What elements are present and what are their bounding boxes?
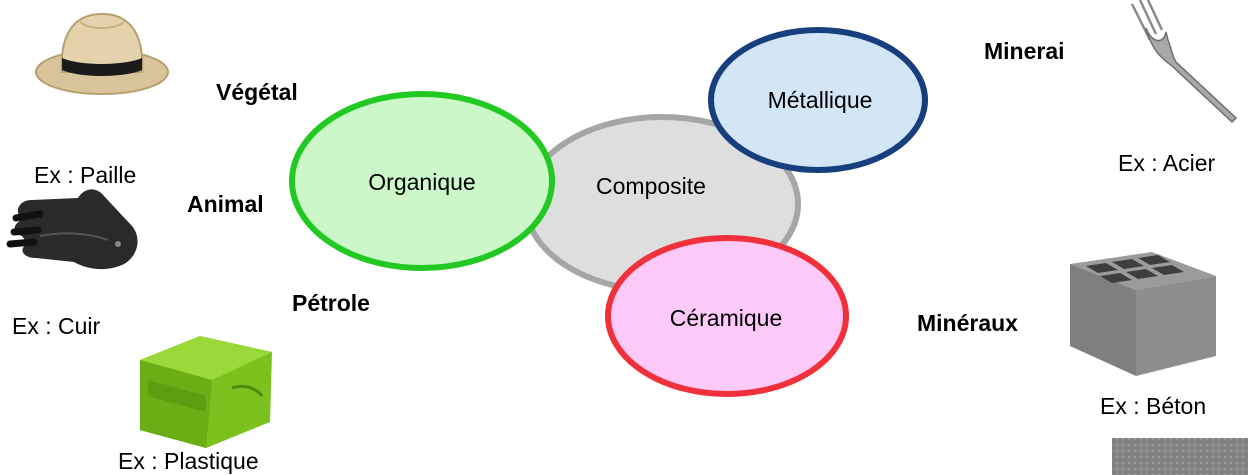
source-vegetal: Végétal	[216, 79, 298, 105]
ceramique-ellipse	[605, 235, 849, 397]
example-plastique: Ex : Plastique	[118, 448, 259, 474]
source-petrole: Pétrole	[292, 290, 370, 316]
metallique-ellipse	[708, 27, 928, 173]
ceramique-label: Céramique	[670, 305, 783, 331]
source-animal: Animal	[187, 191, 264, 217]
example-acier: Ex : Acier	[1118, 150, 1216, 176]
leather-glove-icon	[6, 189, 138, 270]
example-paille: Ex : Paille	[34, 162, 137, 188]
fork-icon	[1130, 0, 1238, 124]
straw-hat-icon	[35, 12, 169, 95]
source-minerai: Minerai	[984, 38, 1065, 64]
concrete-block-icon	[1070, 252, 1216, 376]
organique-ellipse	[289, 91, 555, 271]
example-beton: Ex : Béton	[1100, 393, 1207, 419]
composite-label: Composite	[596, 173, 706, 199]
organique-label: Organique	[368, 169, 475, 195]
metallique-label: Métallique	[768, 87, 873, 113]
source-mineraux: Minéraux	[917, 310, 1018, 336]
example-cuir: Ex : Cuir	[12, 313, 101, 339]
plastic-box-icon	[140, 336, 272, 448]
